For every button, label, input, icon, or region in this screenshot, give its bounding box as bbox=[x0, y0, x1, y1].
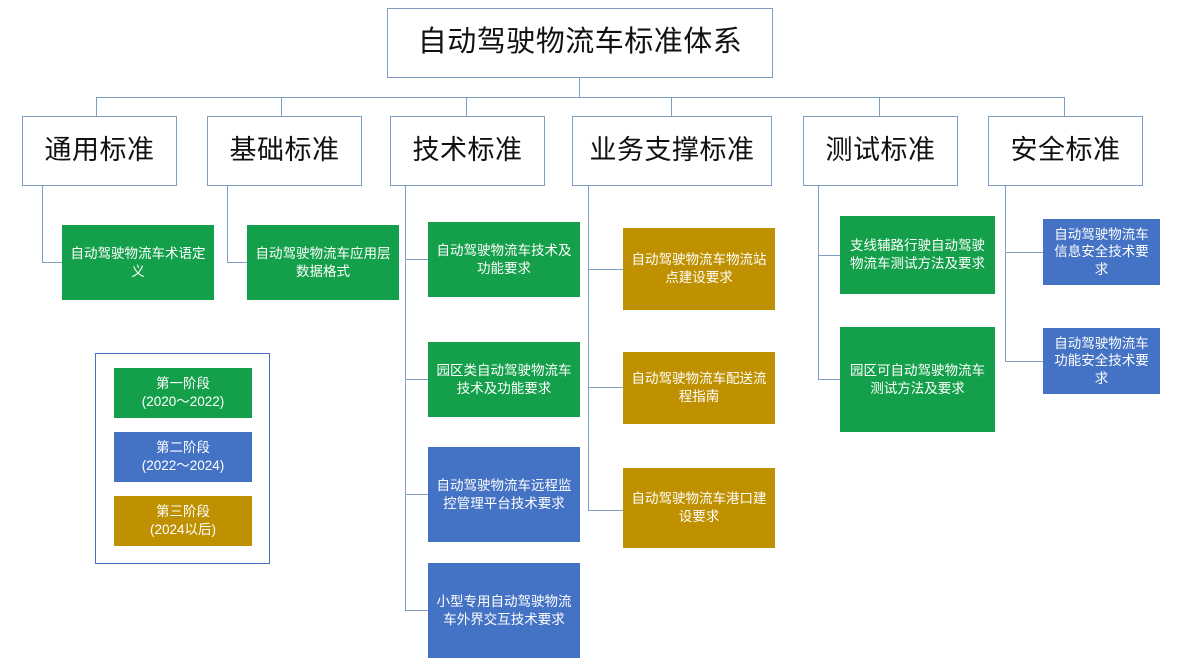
connector-testing-trunk bbox=[818, 186, 820, 380]
leaf-business-3[interactable]: 自动驾驶物流车港口建设要求 bbox=[623, 468, 775, 548]
leaf-safety-2[interactable]: 自动驾驶物流车功能安全技术要求 bbox=[1043, 328, 1160, 394]
leaf-testing-1[interactable]: 支线辅路行驶自动驾驶物流车测试方法及要求 bbox=[840, 216, 995, 294]
leaf-general-1[interactable]: 自动驾驶物流车术语定义 bbox=[62, 225, 214, 300]
legend-item-phase-3[interactable]: 第三阶段 (2024以后) bbox=[114, 496, 252, 546]
connector-basic-trunk bbox=[227, 186, 229, 263]
legend-panel: 第一阶段 (2020～2022) 第二阶段 (2022～2024) 第三阶段 (… bbox=[95, 353, 270, 564]
connector-general-stub-1 bbox=[42, 262, 62, 264]
connector-drop-general bbox=[96, 97, 98, 116]
connector-business-stub-2 bbox=[588, 387, 623, 389]
connector-drop-technical bbox=[466, 97, 468, 116]
connector-safety-stub-2 bbox=[1005, 361, 1043, 363]
connector-technical-stub-1 bbox=[405, 259, 428, 261]
connector-root-bus bbox=[96, 97, 1065, 99]
connector-testing-stub-2 bbox=[818, 379, 840, 381]
connector-business-stub-3 bbox=[588, 510, 623, 512]
leaf-basic-1[interactable]: 自动驾驶物流车应用层数据格式 bbox=[247, 225, 399, 300]
leaf-testing-2[interactable]: 园区可自动驾驶物流车测试方法及要求 bbox=[840, 327, 995, 432]
connector-testing-stub-1 bbox=[818, 255, 840, 257]
connector-technical-stub-2 bbox=[405, 379, 428, 381]
connector-technical-stub-4 bbox=[405, 610, 428, 612]
category-basic[interactable]: 基础标准 bbox=[207, 116, 362, 186]
category-business[interactable]: 业务支撑标准 bbox=[572, 116, 772, 186]
connector-root-stem bbox=[579, 78, 581, 97]
category-technical[interactable]: 技术标准 bbox=[390, 116, 545, 186]
connector-business-stub-1 bbox=[588, 269, 623, 271]
connector-drop-business bbox=[671, 97, 673, 116]
leaf-technical-1[interactable]: 自动驾驶物流车技术及功能要求 bbox=[428, 222, 580, 297]
leaf-technical-3[interactable]: 自动驾驶物流车远程监控管理平台技术要求 bbox=[428, 447, 580, 542]
connector-drop-safety bbox=[1064, 97, 1066, 116]
connector-basic-stub-1 bbox=[227, 262, 247, 264]
category-testing[interactable]: 测试标准 bbox=[803, 116, 958, 186]
leaf-technical-2[interactable]: 园区类自动驾驶物流车技术及功能要求 bbox=[428, 342, 580, 417]
legend-item-phase-1[interactable]: 第一阶段 (2020～2022) bbox=[114, 368, 252, 418]
category-general[interactable]: 通用标准 bbox=[22, 116, 177, 186]
root-node[interactable]: 自动驾驶物流车标准体系 bbox=[387, 8, 773, 78]
connector-safety-trunk bbox=[1005, 186, 1007, 362]
connector-technical-stub-3 bbox=[405, 494, 428, 496]
leaf-business-2[interactable]: 自动驾驶物流车配送流程指南 bbox=[623, 352, 775, 424]
connector-technical-trunk bbox=[405, 186, 407, 611]
category-safety[interactable]: 安全标准 bbox=[988, 116, 1143, 186]
leaf-safety-1[interactable]: 自动驾驶物流车信息安全技术要求 bbox=[1043, 219, 1160, 285]
connector-general-trunk bbox=[42, 186, 44, 263]
leaf-business-1[interactable]: 自动驾驶物流车物流站点建设要求 bbox=[623, 228, 775, 310]
connector-safety-stub-1 bbox=[1005, 252, 1043, 254]
connector-drop-testing bbox=[879, 97, 881, 116]
connector-business-trunk bbox=[588, 186, 590, 511]
leaf-technical-4[interactable]: 小型专用自动驾驶物流车外界交互技术要求 bbox=[428, 563, 580, 658]
legend-item-phase-2[interactable]: 第二阶段 (2022～2024) bbox=[114, 432, 252, 482]
connector-drop-basic bbox=[281, 97, 283, 116]
